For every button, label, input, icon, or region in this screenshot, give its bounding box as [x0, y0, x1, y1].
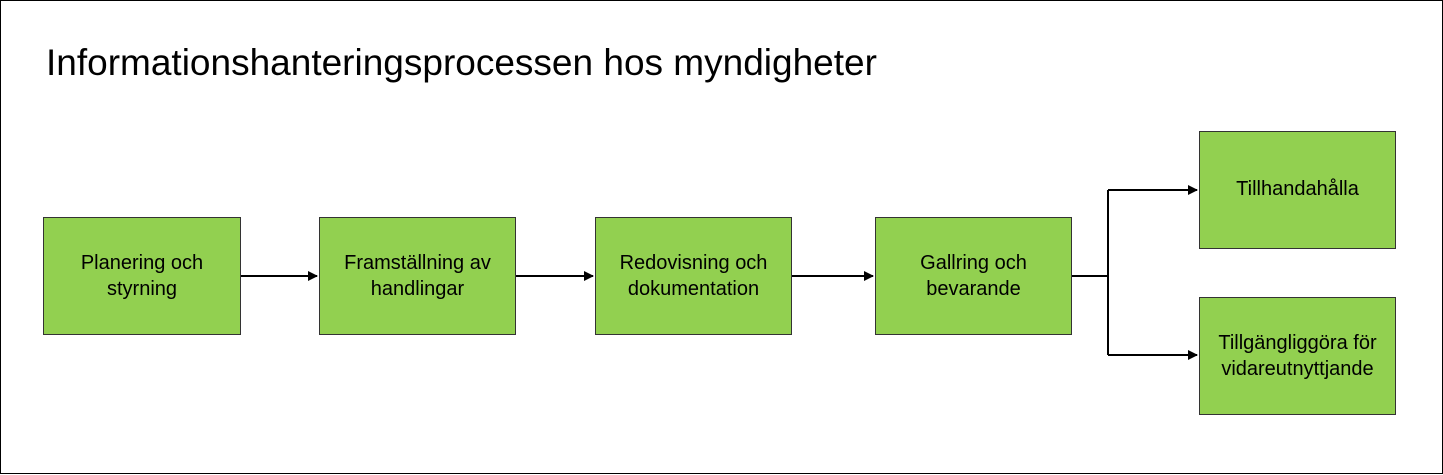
node-tillgangliggora-label: Tillgängliggöra för vidareutnyttjande: [1218, 332, 1377, 380]
node-redovisning-box: Redovisning och dokumentation: [595, 217, 792, 335]
node-framstallning-label: Framställning av handlingar: [344, 252, 491, 300]
node-planering-label: Planering och styrning: [80, 252, 204, 300]
node-tillgangliggora-box: Tillgängliggöra för vidareutnyttjande: [1199, 297, 1396, 415]
node-framstallning-box: Framställning av handlingar: [319, 217, 516, 335]
node-tillhandahalla-box: Tillhandahålla: [1199, 131, 1396, 249]
node-planering-box: Planering och styrning: [43, 217, 241, 335]
node-gallring-label: Gallring och bevarande: [920, 252, 1027, 300]
node-redovisning-label: Redovisning och dokumentation: [619, 252, 768, 300]
node-tillhandahalla-label: Tillhandahålla: [1236, 178, 1359, 200]
node-gallring-box: Gallring och bevarande: [875, 217, 1072, 335]
diagram-title: Informationshanteringsprocessen hos mynd…: [46, 42, 877, 83]
